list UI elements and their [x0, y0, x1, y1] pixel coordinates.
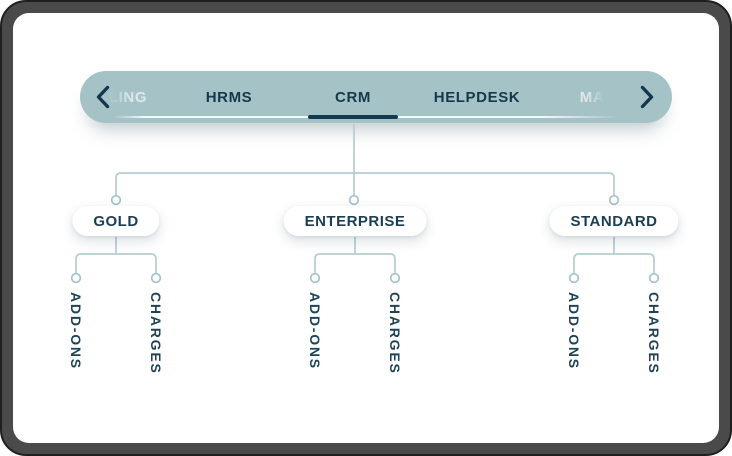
tab-partial-left[interactable]: LING — [108, 88, 148, 106]
plan-node-enterprise[interactable]: ENTERPRISE — [283, 206, 427, 236]
leaf-enterprise-add-ons[interactable]: ADD-ONS — [307, 292, 323, 370]
plan-node-gold[interactable]: GOLD — [72, 206, 160, 236]
tab-hrms[interactable]: HRMS — [205, 88, 253, 106]
leaf-enterprise-charges[interactable]: CHARGES — [387, 292, 403, 375]
tab-helpdesk[interactable]: HELPDESK — [433, 88, 521, 106]
leaf-gold-add-ons[interactable]: ADD-ONS — [68, 292, 84, 370]
app-switcher-bar: LING HRMS CRM HELPDESK MA — [80, 71, 672, 123]
leaf-gold-charges[interactable]: CHARGES — [148, 292, 164, 375]
leaf-standard-add-ons[interactable]: ADD-ONS — [566, 292, 582, 370]
chevron-left-icon[interactable] — [86, 71, 120, 123]
plan-node-standard[interactable]: STANDARD — [549, 206, 679, 236]
chevron-right-icon[interactable] — [630, 71, 664, 123]
active-tab-indicator — [308, 115, 398, 119]
tab-crm[interactable]: CRM — [335, 88, 371, 106]
leaf-standard-charges[interactable]: CHARGES — [646, 292, 662, 375]
tab-partial-right[interactable]: MA — [579, 88, 605, 106]
